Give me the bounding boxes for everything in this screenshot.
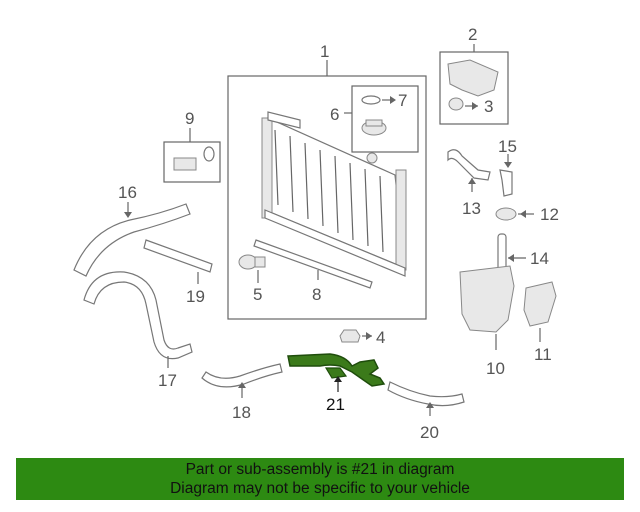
radiator-assembly-group: 1 7 6 — [227, 42, 427, 320]
label-13: 13 — [462, 199, 481, 218]
hose-part-20 — [387, 381, 465, 407]
label-4: 4 — [376, 328, 385, 347]
label-16: 16 — [118, 183, 137, 202]
hose-part-19 — [143, 239, 213, 273]
banner-line-2: Diagram may not be specific to your vehi… — [170, 480, 470, 497]
label-18: 18 — [232, 403, 251, 422]
label-7: 7 — [398, 91, 407, 110]
label-20: 20 — [420, 423, 439, 442]
drain-plug-part-5 — [238, 254, 266, 270]
sensor-box — [163, 141, 221, 183]
label-5: 5 — [253, 285, 262, 304]
label-8: 8 — [312, 285, 321, 304]
label-9: 9 — [185, 109, 194, 128]
hose-part-13 — [447, 149, 491, 181]
lower-cushion-part-8 — [253, 239, 373, 289]
reservoir-cap-part-2 — [447, 59, 499, 97]
bracket-part-11 — [523, 281, 557, 327]
cap-group-box — [351, 85, 419, 153]
label-11: 11 — [534, 345, 552, 364]
bushing-part-4 — [339, 329, 361, 343]
label-3: 3 — [484, 97, 493, 116]
label-14: 14 — [530, 249, 549, 268]
label-6: 6 — [330, 105, 339, 124]
tube-part-14 — [497, 233, 507, 271]
washer-part-3 — [448, 97, 464, 111]
info-banner: Part or sub-assembly is #21 in diagram D… — [16, 458, 624, 500]
label-2: 2 — [468, 25, 477, 44]
hose-part-18 — [201, 363, 283, 388]
banner-line-1: Part or sub-assembly is #21 in diagram — [185, 461, 455, 478]
thermo-switch-part-9 — [173, 146, 215, 171]
lower-hose-part-17 — [83, 271, 193, 360]
upper-hose-part-16 — [73, 203, 191, 277]
highlighted-pipe-part-21 — [287, 353, 386, 387]
label-12: 12 — [540, 205, 559, 224]
label-21: 21 — [326, 395, 345, 414]
label-15: 15 — [498, 137, 517, 156]
o-ring-part-7 — [361, 95, 381, 105]
radiator-core — [261, 111, 407, 277]
hose-part-15 — [499, 169, 513, 197]
cap-part-12 — [495, 207, 517, 221]
label-19: 19 — [186, 287, 205, 306]
label-10: 10 — [486, 359, 505, 378]
reserve-tank-part-10 — [459, 265, 515, 333]
label-1: 1 — [320, 42, 329, 61]
label-17: 17 — [158, 371, 177, 390]
